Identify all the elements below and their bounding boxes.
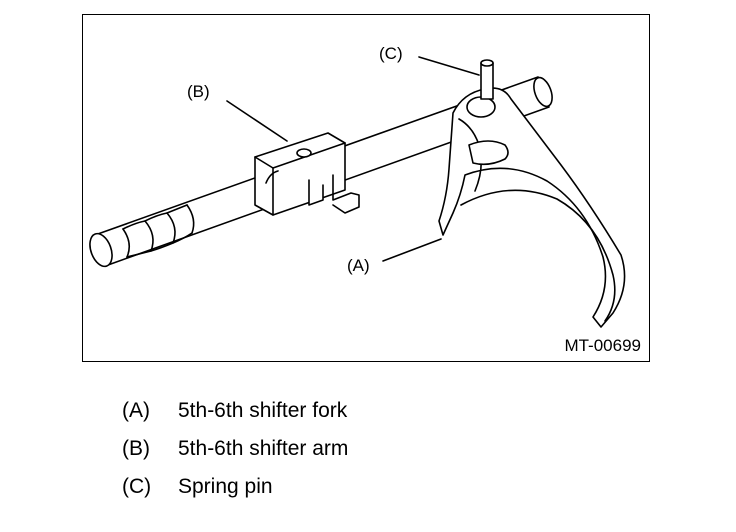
leader-line-b (226, 100, 288, 142)
callout-b: (B) (187, 82, 210, 101)
legend-item: (C) Spring pin (122, 468, 348, 506)
spring-pin (480, 59, 494, 100)
shifter-fork (438, 87, 626, 328)
shifter-arm (254, 132, 360, 216)
legend-key: (A) (122, 399, 150, 422)
legend-key: (C) (122, 475, 152, 498)
callout-a: (A) (347, 256, 370, 275)
legend-key: (B) (122, 437, 150, 460)
leader-line-a (382, 238, 442, 262)
legend: (A) 5th-6th shifter fork (B) 5th-6th shi… (122, 392, 348, 506)
legend-item: (A) 5th-6th shifter fork (122, 392, 348, 430)
legend-text: Spring pin (178, 475, 273, 498)
shifter-assembly-drawing (89, 56, 626, 328)
leader-line-c (418, 56, 480, 76)
figure-frame: (C) (B) (A) MT-00699 (82, 14, 650, 362)
callout-c: (C) (379, 44, 403, 63)
legend-text: 5th-6th shifter fork (178, 399, 348, 422)
legend-item: (B) 5th-6th shifter arm (122, 430, 348, 468)
legend-text: 5th-6th shifter arm (178, 437, 349, 460)
figure-id: MT-00699 (564, 336, 641, 355)
